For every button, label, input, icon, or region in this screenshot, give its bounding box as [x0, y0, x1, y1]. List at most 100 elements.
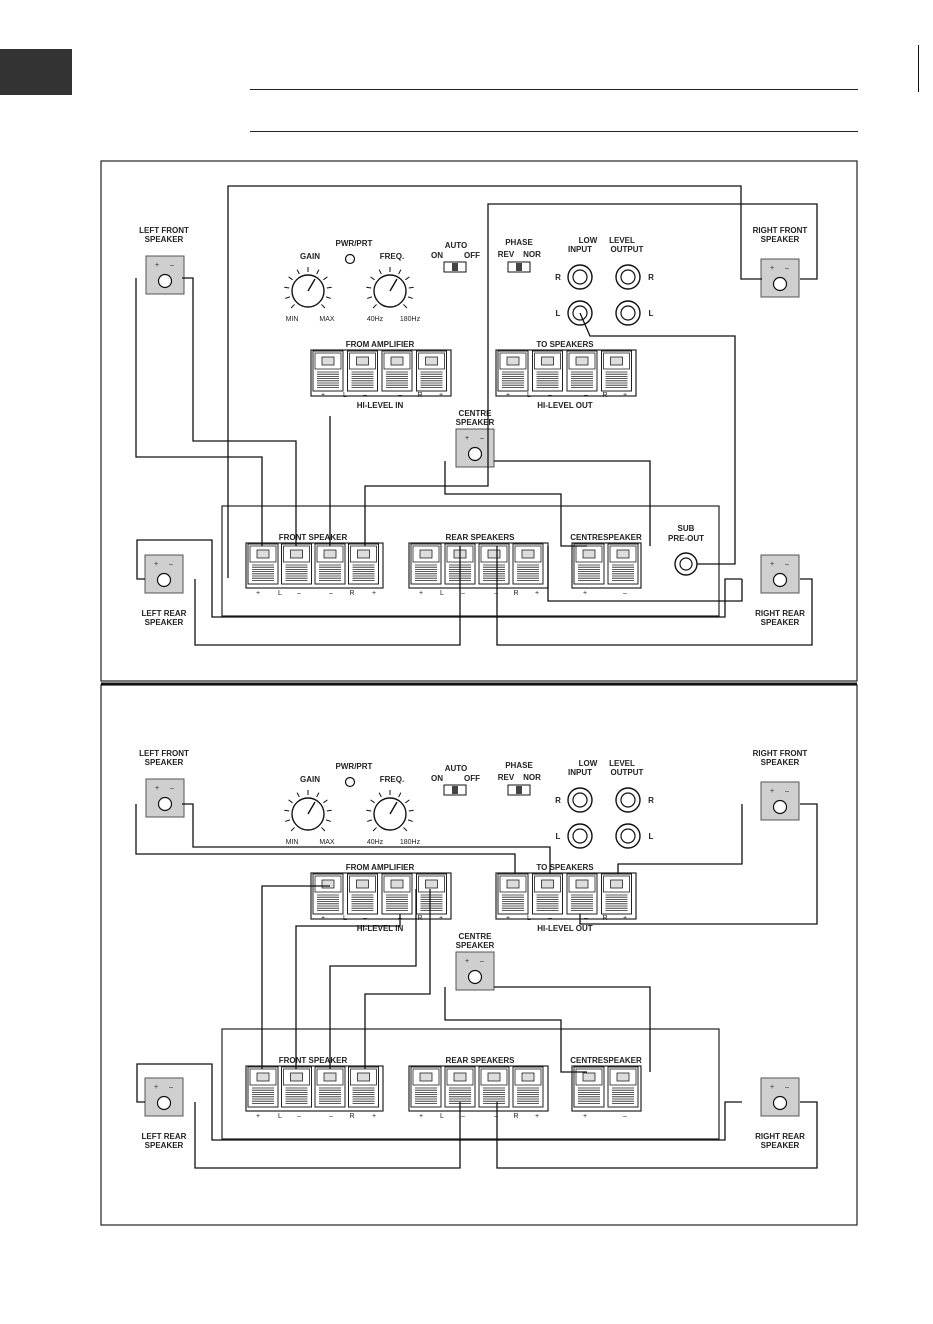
centre-spk-label: CENTRESPEAKER — [570, 1056, 642, 1065]
input-r-jack-inner — [572, 792, 588, 808]
right-front-speaker-minus-mark: – — [785, 788, 789, 795]
sub-label-line2: PRE-OUT — [668, 534, 704, 543]
input-r-label: R — [555, 273, 561, 282]
front-terminal-1 — [247, 543, 279, 585]
header-rule-bottom — [250, 131, 858, 132]
hi-in-mark-1: + — [321, 915, 325, 922]
freq-knob-tick — [407, 296, 413, 299]
centre-label-line2: SPEAKER — [456, 418, 495, 427]
hi-out-block — [495, 872, 637, 920]
freq-knob-tick — [407, 819, 413, 822]
margin-mark — [918, 45, 919, 92]
wire-b-centre-plus — [444, 987, 587, 1073]
freq-knob-tick — [408, 809, 414, 812]
centre-terminal-1 — [573, 1066, 605, 1108]
right-front-speaker-terminal — [772, 276, 788, 292]
from-amp-label: FROM AMPLIFIER — [346, 340, 415, 349]
front-spk-label: FRONT SPEAKER — [279, 1056, 348, 1065]
freq-knob-tick — [366, 286, 372, 289]
centre-terminal-1 — [573, 543, 605, 585]
pwr-led — [344, 776, 356, 788]
hi-in-block — [310, 872, 452, 920]
hi-out-block — [495, 349, 637, 397]
right-front-label-line2: SPEAKER — [761, 235, 800, 244]
input-label: INPUT — [568, 768, 592, 777]
input-l-jack-inner — [572, 828, 588, 844]
front-mark-1: + — [256, 1113, 260, 1120]
centre-plus-mark: + — [583, 1113, 587, 1120]
left-rear-label-line1: LEFT REAR — [142, 609, 187, 618]
hi-out-label: HI-LEVEL OUT — [537, 401, 593, 410]
output-r-label: R — [648, 796, 654, 805]
output-l-jack-inner — [620, 828, 636, 844]
nor-label: NOR — [523, 773, 541, 782]
wire-rr-minus — [496, 546, 813, 646]
to-spk-label: TO SPEAKERS — [536, 863, 594, 872]
hi-in-mark-1: + — [321, 392, 325, 399]
hi-in-block — [310, 349, 452, 397]
gain-knob-tick — [284, 809, 290, 812]
wire-rf-plus — [227, 185, 762, 578]
gain-knob-tick — [326, 809, 332, 812]
centre-label-line2: SPEAKER — [456, 941, 495, 950]
rear-mark-3: – — [461, 590, 465, 597]
front-terminal-3 — [314, 1066, 346, 1108]
front-mark-2: L — [278, 590, 282, 597]
hi-out-terminal-2 — [532, 873, 563, 915]
right-rear-label-line1: RIGHT REAR — [755, 1132, 805, 1141]
rev-label: REV — [498, 773, 515, 782]
centre-speaker-terminal — [467, 969, 483, 985]
freq-knob-tick — [372, 304, 377, 309]
off-label: OFF — [464, 774, 480, 783]
gain-knob-pointer — [307, 801, 316, 815]
gain-label: GAIN — [300, 775, 320, 784]
front-mark-3: – — [297, 1113, 301, 1120]
left-rear-speaker-minus-mark: – — [169, 561, 173, 568]
right-front-speaker-terminal — [772, 799, 788, 815]
hi-out-mark-4: – — [584, 392, 588, 399]
front-spk-label: FRONT SPEAKER — [279, 533, 348, 542]
front-mark-5: R — [349, 1113, 354, 1120]
max-label: MAX — [319, 839, 335, 846]
right-rear-speaker-minus-mark: – — [785, 561, 789, 568]
phase-label: PHASE — [505, 761, 533, 770]
left-front-label-line2: SPEAKER — [145, 758, 184, 767]
wire-b-front-2 — [295, 914, 401, 1069]
output-l-label: L — [649, 309, 654, 318]
gain-knob-tick — [284, 286, 290, 289]
centre-label-line1: CENTRE — [459, 932, 493, 941]
freq-label: FREQ. — [380, 252, 404, 261]
wire-lr-minus — [194, 579, 461, 646]
gain-knob-tick — [296, 269, 300, 275]
hz180-label: 180Hz — [400, 839, 421, 846]
gain-knob-tick — [323, 276, 328, 281]
freq-label: FREQ. — [380, 775, 404, 784]
gain-knob-tick — [285, 296, 291, 299]
rear-mark-6: + — [535, 1113, 539, 1120]
gain-knob-tick — [321, 827, 326, 832]
centre-speaker-minus-mark: – — [480, 958, 484, 965]
level-label: LEVEL — [609, 236, 635, 245]
input-l-label: L — [556, 832, 561, 841]
centre-term-block — [571, 542, 642, 589]
wire-b-front-4 — [364, 889, 431, 1069]
gain-knob-tick — [290, 304, 295, 309]
freq-knob-tick — [370, 276, 375, 281]
wire-b-rr-minus — [496, 1101, 818, 1169]
sub-out-jack-inner — [679, 557, 693, 571]
off-label: OFF — [464, 251, 480, 260]
front-mark-3: – — [297, 590, 301, 597]
freq-knob-tick — [398, 792, 402, 798]
output-r-label: R — [648, 273, 654, 282]
hi-in-mark-6: + — [439, 392, 443, 399]
centre-label-line1: CENTRE — [459, 409, 493, 418]
left-front-label-line1: LEFT FRONT — [139, 749, 189, 758]
front-mark-6: + — [372, 1113, 376, 1120]
right-rear-label-line2: SPEAKER — [761, 1141, 800, 1150]
low-label: LOW — [579, 759, 598, 768]
rear-terminal-3 — [478, 543, 510, 585]
wire-b-lf-plus — [135, 804, 516, 874]
freq-knob-tick — [378, 269, 382, 275]
right-front-label-line1: RIGHT FRONT — [753, 226, 808, 235]
wire-b-lf-minus — [182, 803, 551, 874]
